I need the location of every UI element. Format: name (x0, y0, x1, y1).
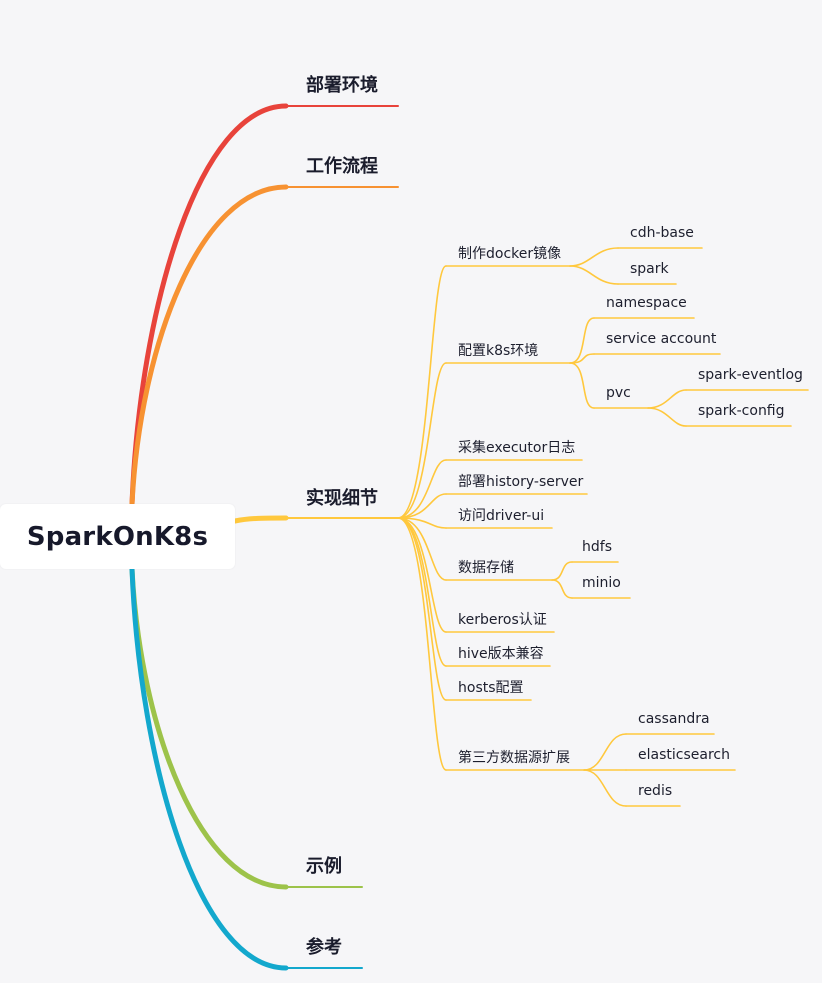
connector-workflow (129, 184, 289, 507)
node-hdfs[interactable]: hdfs (582, 539, 612, 555)
node-minio[interactable]: minio (582, 575, 621, 591)
connector-deploy (129, 103, 289, 507)
connector-redis (583, 769, 627, 807)
branch-workflow[interactable]: 工作流程 (306, 156, 378, 177)
branch-impl[interactable]: 实现细节 (306, 488, 378, 509)
node-namespace[interactable]: namespace (606, 295, 687, 311)
connector-refs (129, 566, 289, 971)
connector-namespace (569, 317, 595, 364)
connector-history-server (397, 493, 447, 519)
connector-hdfs (551, 561, 573, 581)
branch-example[interactable]: 示例 (306, 856, 342, 877)
connector-docker (397, 265, 447, 519)
node-redis[interactable]: redis (638, 783, 673, 799)
connector-hosts (397, 517, 447, 701)
connector-spark (569, 265, 619, 285)
connector-example (129, 566, 289, 890)
connector-service-account (569, 353, 595, 364)
connector-impl (232, 515, 289, 524)
node-cassandra[interactable]: cassandra (638, 711, 710, 727)
connector-spark-eventlog (647, 389, 687, 409)
connector-cassandra (583, 733, 627, 771)
node-spark[interactable]: spark (630, 261, 669, 277)
node-hosts[interactable]: hosts配置 (458, 680, 524, 696)
connector-minio (551, 579, 573, 599)
root-node-label: SparkOnK8s (26, 521, 209, 552)
node-thirdparty[interactable]: 第三方数据源扩展 (458, 750, 570, 766)
connector-spark-config (647, 407, 687, 427)
root-node[interactable]: SparkOnK8s (0, 504, 235, 569)
node-spark-config[interactable]: spark-config (698, 403, 785, 419)
node-history-server[interactable]: 部署history-server (458, 474, 584, 490)
connector-storage (397, 517, 447, 581)
node-storage[interactable]: 数据存储 (458, 560, 514, 576)
connector-thirdparty (397, 517, 447, 771)
node-k8s[interactable]: 配置k8s环境 (458, 343, 539, 359)
node-docker[interactable]: 制作docker镜像 (458, 246, 562, 262)
connector-cdh-base (569, 247, 619, 267)
branch-refs[interactable]: 参考 (306, 937, 342, 958)
connector-k8s (397, 362, 447, 519)
node-executor-log[interactable]: 采集executor日志 (458, 440, 576, 456)
node-driver-ui[interactable]: 访问driver-ui (458, 508, 545, 524)
connector-executor-log (397, 459, 447, 519)
node-elasticsearch[interactable]: elasticsearch (638, 747, 730, 763)
node-kerberos[interactable]: kerberos认证 (458, 612, 547, 628)
connector-driver-ui (397, 517, 447, 529)
node-spark-eventlog[interactable]: spark-eventlog (698, 367, 803, 383)
node-cdh-base[interactable]: cdh-base (630, 225, 694, 241)
node-pvc[interactable]: pvc (606, 385, 631, 401)
branch-deploy[interactable]: 部署环境 (306, 75, 378, 96)
node-service-account[interactable]: service account (606, 331, 717, 347)
node-hive[interactable]: hive版本兼容 (458, 646, 544, 662)
connector-pvc (569, 362, 595, 409)
